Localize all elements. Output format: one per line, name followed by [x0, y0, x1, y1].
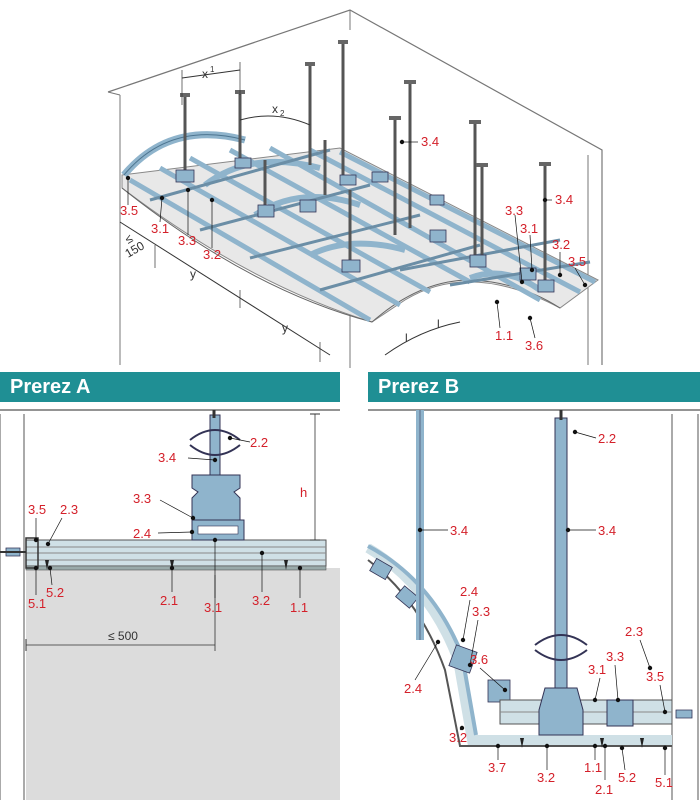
- section-b-title: Prerez B: [378, 376, 460, 398]
- section-a-label-2-1: 2.1: [160, 593, 178, 608]
- section-b-label-2-2: 2.2: [598, 431, 616, 446]
- section-a-label-2-4: 2.4: [133, 526, 151, 541]
- section-a-label-1-1: 1.1: [290, 600, 308, 615]
- section-a-dim-500: ≤ 500: [108, 629, 138, 643]
- section-b-label-2-4a: 2.4: [460, 584, 478, 599]
- section-b-drawing: 2.2 3.4 3.4 2.4 3.3 3.6 2.4 3.2 2.3 3.3 …: [365, 409, 700, 800]
- section-a-label-3-3: 3.3: [133, 491, 151, 506]
- section-b-label-3-5: 3.5: [646, 669, 664, 684]
- top-label-3-5b: 3.5: [568, 254, 586, 269]
- dim-x1: x: [202, 67, 208, 81]
- dim-l2: l: [437, 317, 440, 331]
- section-b-label-3-3b: 3.3: [606, 649, 624, 664]
- section-a-label-2-3: 2.3: [60, 502, 78, 517]
- section-a-title: Prerez A: [10, 376, 91, 398]
- section-b-label-3-4b: 3.4: [598, 523, 616, 538]
- top-label-3-3b: 3.3: [505, 203, 523, 218]
- dim-x2: x: [272, 102, 278, 116]
- section-a-label-3-1: 3.1: [204, 600, 222, 615]
- section-b-header: Prerez B: [368, 372, 700, 402]
- top-label-3-3a: 3.3: [178, 233, 196, 248]
- dim-x1-sub: 1: [210, 65, 215, 74]
- section-b-label-3-3a: 3.3: [472, 604, 490, 619]
- dim-l1: l: [405, 331, 408, 345]
- isometric-view: x 1 x 2 ≤ 150 y y l l: [107, 9, 603, 368]
- top-label-3-2a: 3.2: [203, 247, 221, 262]
- dim-y1: y: [190, 267, 196, 281]
- section-b-label-2-3: 2.3: [625, 624, 643, 639]
- section-a-label-3-2: 3.2: [252, 593, 270, 608]
- section-a-header: Prerez A: [0, 372, 340, 402]
- section-a-label-5-2: 5.2: [46, 585, 64, 600]
- section-b-label-3-2b: 3.2: [537, 770, 555, 785]
- dim-y2: y: [282, 321, 288, 335]
- top-label-3-1a: 3.1: [151, 221, 169, 236]
- section-a-label-3-4: 3.4: [158, 450, 176, 465]
- section-b-label-3-2a: 3.2: [449, 730, 467, 745]
- section-b-label-2-4b: 2.4: [404, 681, 422, 696]
- section-b-label-1-1: 1.1: [584, 760, 602, 775]
- section-b-label-2-1: 2.1: [595, 782, 613, 797]
- section-a-label-3-5: 3.5: [28, 502, 46, 517]
- top-label-3-5a: 3.5: [120, 203, 138, 218]
- top-label-3-2b: 3.2: [552, 237, 570, 252]
- section-a-label-5-1: 5.1: [28, 596, 46, 611]
- top-label-3-4a: 3.4: [421, 134, 439, 149]
- section-a-drawing: h ≤ 500 2.2 3.4: [0, 409, 340, 800]
- dim-x2-sub: 2: [280, 109, 285, 118]
- section-b-label-3-7: 3.7: [488, 760, 506, 775]
- top-label-3-1b: 3.1: [520, 221, 538, 236]
- section-b-label-3-1: 3.1: [588, 662, 606, 677]
- section-a-label-2-2: 2.2: [250, 435, 268, 450]
- section-a-label-h: h: [300, 485, 307, 500]
- section-b-label-5-2: 5.2: [618, 770, 636, 785]
- top-label-3-6: 3.6: [525, 338, 543, 353]
- section-b-label-3-6: 3.6: [470, 652, 488, 667]
- top-label-1-1: 1.1: [495, 328, 513, 343]
- top-label-3-4b: 3.4: [555, 192, 573, 207]
- section-b-label-3-4a: 3.4: [450, 523, 468, 538]
- section-b-label-5-1: 5.1: [655, 775, 673, 790]
